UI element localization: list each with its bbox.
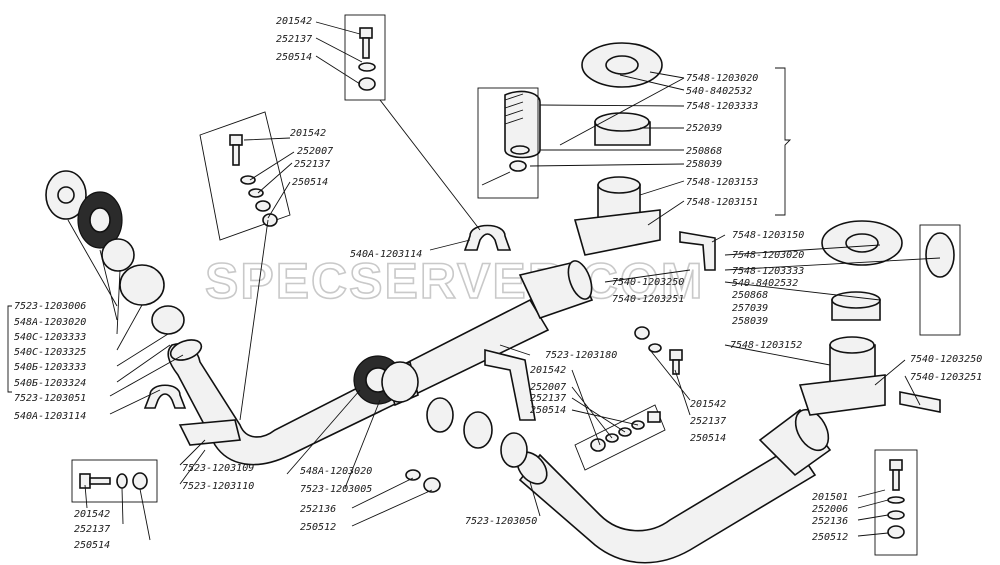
- label-258039-s: 258039: [732, 316, 768, 327]
- label-250514-b: 250514: [292, 177, 328, 188]
- rear-exhaust-pipe: [516, 408, 832, 564]
- label-540-8402532-s: 540-8402532: [732, 278, 798, 289]
- label-540b-1203324: 540Б-1203324: [14, 378, 86, 389]
- label-201542-top: 201542: [276, 16, 312, 27]
- leader-lines: [7, 21, 941, 541]
- label-7523-1203180: 7523-1203180: [545, 350, 617, 361]
- label-252137-top: 252137: [276, 34, 312, 45]
- label-540c-1203333: 540C-1203333: [14, 332, 86, 343]
- label-7523-1203051: 7523-1203051: [14, 393, 86, 404]
- label-250512-g: 250512: [300, 522, 336, 533]
- label-252136-q: 252136: [812, 516, 848, 527]
- label-540-8402532: 540-8402532: [686, 86, 752, 97]
- label-201542-b: 201542: [290, 128, 326, 139]
- label-250868: 250868: [686, 146, 722, 157]
- label-540b-1203333: 540Б-1203333: [14, 362, 86, 373]
- part-number-labels: 201542 252137 250514 201542 252007 25213…: [14, 16, 982, 551]
- label-250514-top: 250514: [276, 52, 312, 63]
- label-7548-1203151: 7548-1203151: [686, 197, 758, 208]
- nut-washer-bottom-mid: [405, 469, 441, 493]
- label-201542-f: 201542: [74, 509, 110, 520]
- label-250512-q: 250512: [812, 532, 848, 543]
- label-252137-m: 252137: [530, 393, 566, 404]
- label-7540-1203251-e: 7540-1203251: [910, 372, 982, 383]
- label-7523-1203006: 7523-1203006: [14, 301, 86, 312]
- label-257039-s: 257039: [732, 303, 768, 314]
- label-7548-1203152: 7548-1203152: [730, 340, 802, 351]
- fastener-stack-top: [344, 14, 386, 101]
- label-7540-1203250-e: 7540-1203250: [910, 354, 982, 365]
- label-258039: 258039: [686, 159, 722, 170]
- label-201501: 201501: [812, 492, 848, 503]
- label-540a-1203114-mid: 540A-1203114: [350, 249, 422, 260]
- label-7523-1203050: 7523-1203050: [465, 516, 537, 527]
- fastener-stack-middle: [574, 326, 683, 471]
- label-7523-1203109: 7523-1203109: [182, 463, 254, 474]
- label-252137-b: 252137: [294, 159, 330, 170]
- label-7540-1203251-c: 7540-1203251: [612, 294, 684, 305]
- fastener-stack-left-lower: [71, 459, 158, 503]
- label-7523-1203005: 7523-1203005: [300, 484, 372, 495]
- label-252039: 252039: [686, 123, 722, 134]
- label-548a-1203020-l: 548A-1203020: [14, 317, 86, 328]
- label-250514-f: 250514: [74, 540, 110, 551]
- label-540a-1203114-l: 540A-1203114: [14, 411, 86, 422]
- label-250514-m: 250514: [530, 405, 566, 416]
- front-exhaust-pipe: [167, 260, 594, 466]
- label-7540-1203250-c: 7540-1203250: [612, 277, 684, 288]
- label-7548-1203020: 7548-1203020: [686, 73, 758, 84]
- label-540c-1203325: 540C-1203325: [14, 347, 86, 358]
- label-201542-m: 201542: [530, 365, 566, 376]
- label-252137-f: 252137: [74, 524, 110, 535]
- label-548a-1203020-g: 548A-1203020: [300, 466, 372, 477]
- sleeve-rings-middle: [353, 355, 528, 468]
- label-7548-1203333: 7548-1203333: [686, 101, 758, 112]
- label-252007-b: 252007: [297, 146, 333, 157]
- watermark: SPECSERVER.COM: [205, 253, 704, 309]
- label-252136-g: 252136: [300, 504, 336, 515]
- pipe-clamps-brackets: [143, 224, 941, 446]
- right-muffler-assembly: [798, 220, 955, 416]
- fastener-stack-right: [874, 224, 961, 556]
- left-flange-stack: [45, 170, 185, 335]
- label-7548-1203150: 7548-1203150: [732, 230, 804, 241]
- fastener-stack-left-upper: [199, 111, 291, 241]
- spring-stack-upper: [477, 87, 539, 199]
- label-7548-1203333-s: 7548-1203333: [732, 266, 804, 277]
- label-252006: 252006: [812, 504, 848, 515]
- label-7548-1203153: 7548-1203153: [686, 177, 758, 188]
- label-250514-n: 250514: [690, 433, 726, 444]
- label-252137-n: 252137: [690, 416, 726, 427]
- label-7548-1203020-s: 7548-1203020: [732, 250, 804, 261]
- label-7523-1203110: 7523-1203110: [182, 481, 254, 492]
- label-252007-m: 252007: [530, 382, 566, 393]
- label-250868-s: 250868: [732, 290, 768, 301]
- label-201542-n: 201542: [690, 399, 726, 410]
